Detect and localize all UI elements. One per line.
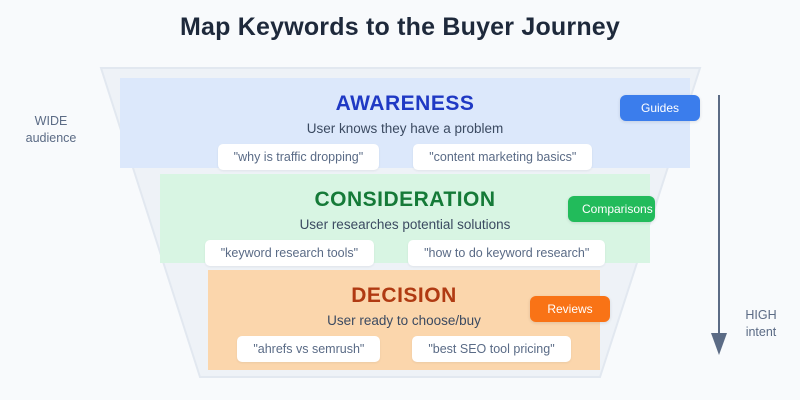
keyword-chip[interactable]: "how to do keyword research" [408,240,606,266]
stage-description-awareness: User knows they have a problem [306,121,504,136]
stage-name-decision: DECISION [351,284,457,307]
stage-name-awareness: AWARENESS [335,92,475,115]
wide-audience-label: WIDE audience [25,114,77,145]
keyword-chip-list-decision: "ahrefs vs semrush" "best SEO tool prici… [208,336,600,362]
stage-name-consideration: CONSIDERATION [314,188,496,211]
keyword-chip[interactable]: "content marketing basics" [413,144,593,170]
keyword-chip[interactable]: "why is traffic dropping" [217,144,380,170]
keyword-chip[interactable]: "best SEO tool pricing" [412,336,571,362]
page-title: Map Keywords to the Buyer Journey [179,13,621,41]
keyword-chip[interactable]: "ahrefs vs semrush" [237,336,381,362]
content-type-badge-guides[interactable]: Guides [620,95,700,121]
funnel-stage-awareness[interactable]: AWARENESS User knows they have a problem… [120,78,690,170]
stage-description-decision: User ready to choose/buy [327,313,481,328]
keyword-chip-list-awareness: "why is traffic dropping" "content marke… [120,144,690,170]
keyword-chip-list-consideration: "keyword research tools" "how to do keyw… [160,240,650,266]
high-intent-label: HIGH intent [745,308,777,339]
funnel-stage-decision[interactable]: DECISION User ready to choose/buy "ahref… [208,270,600,370]
content-type-badge-reviews[interactable]: Reviews [530,296,610,322]
content-type-badge-comparisons[interactable]: Comparisons [568,196,655,222]
keyword-chip[interactable]: "keyword research tools" [204,240,375,266]
stage-description-consideration: User researches potential solutions [299,217,511,232]
